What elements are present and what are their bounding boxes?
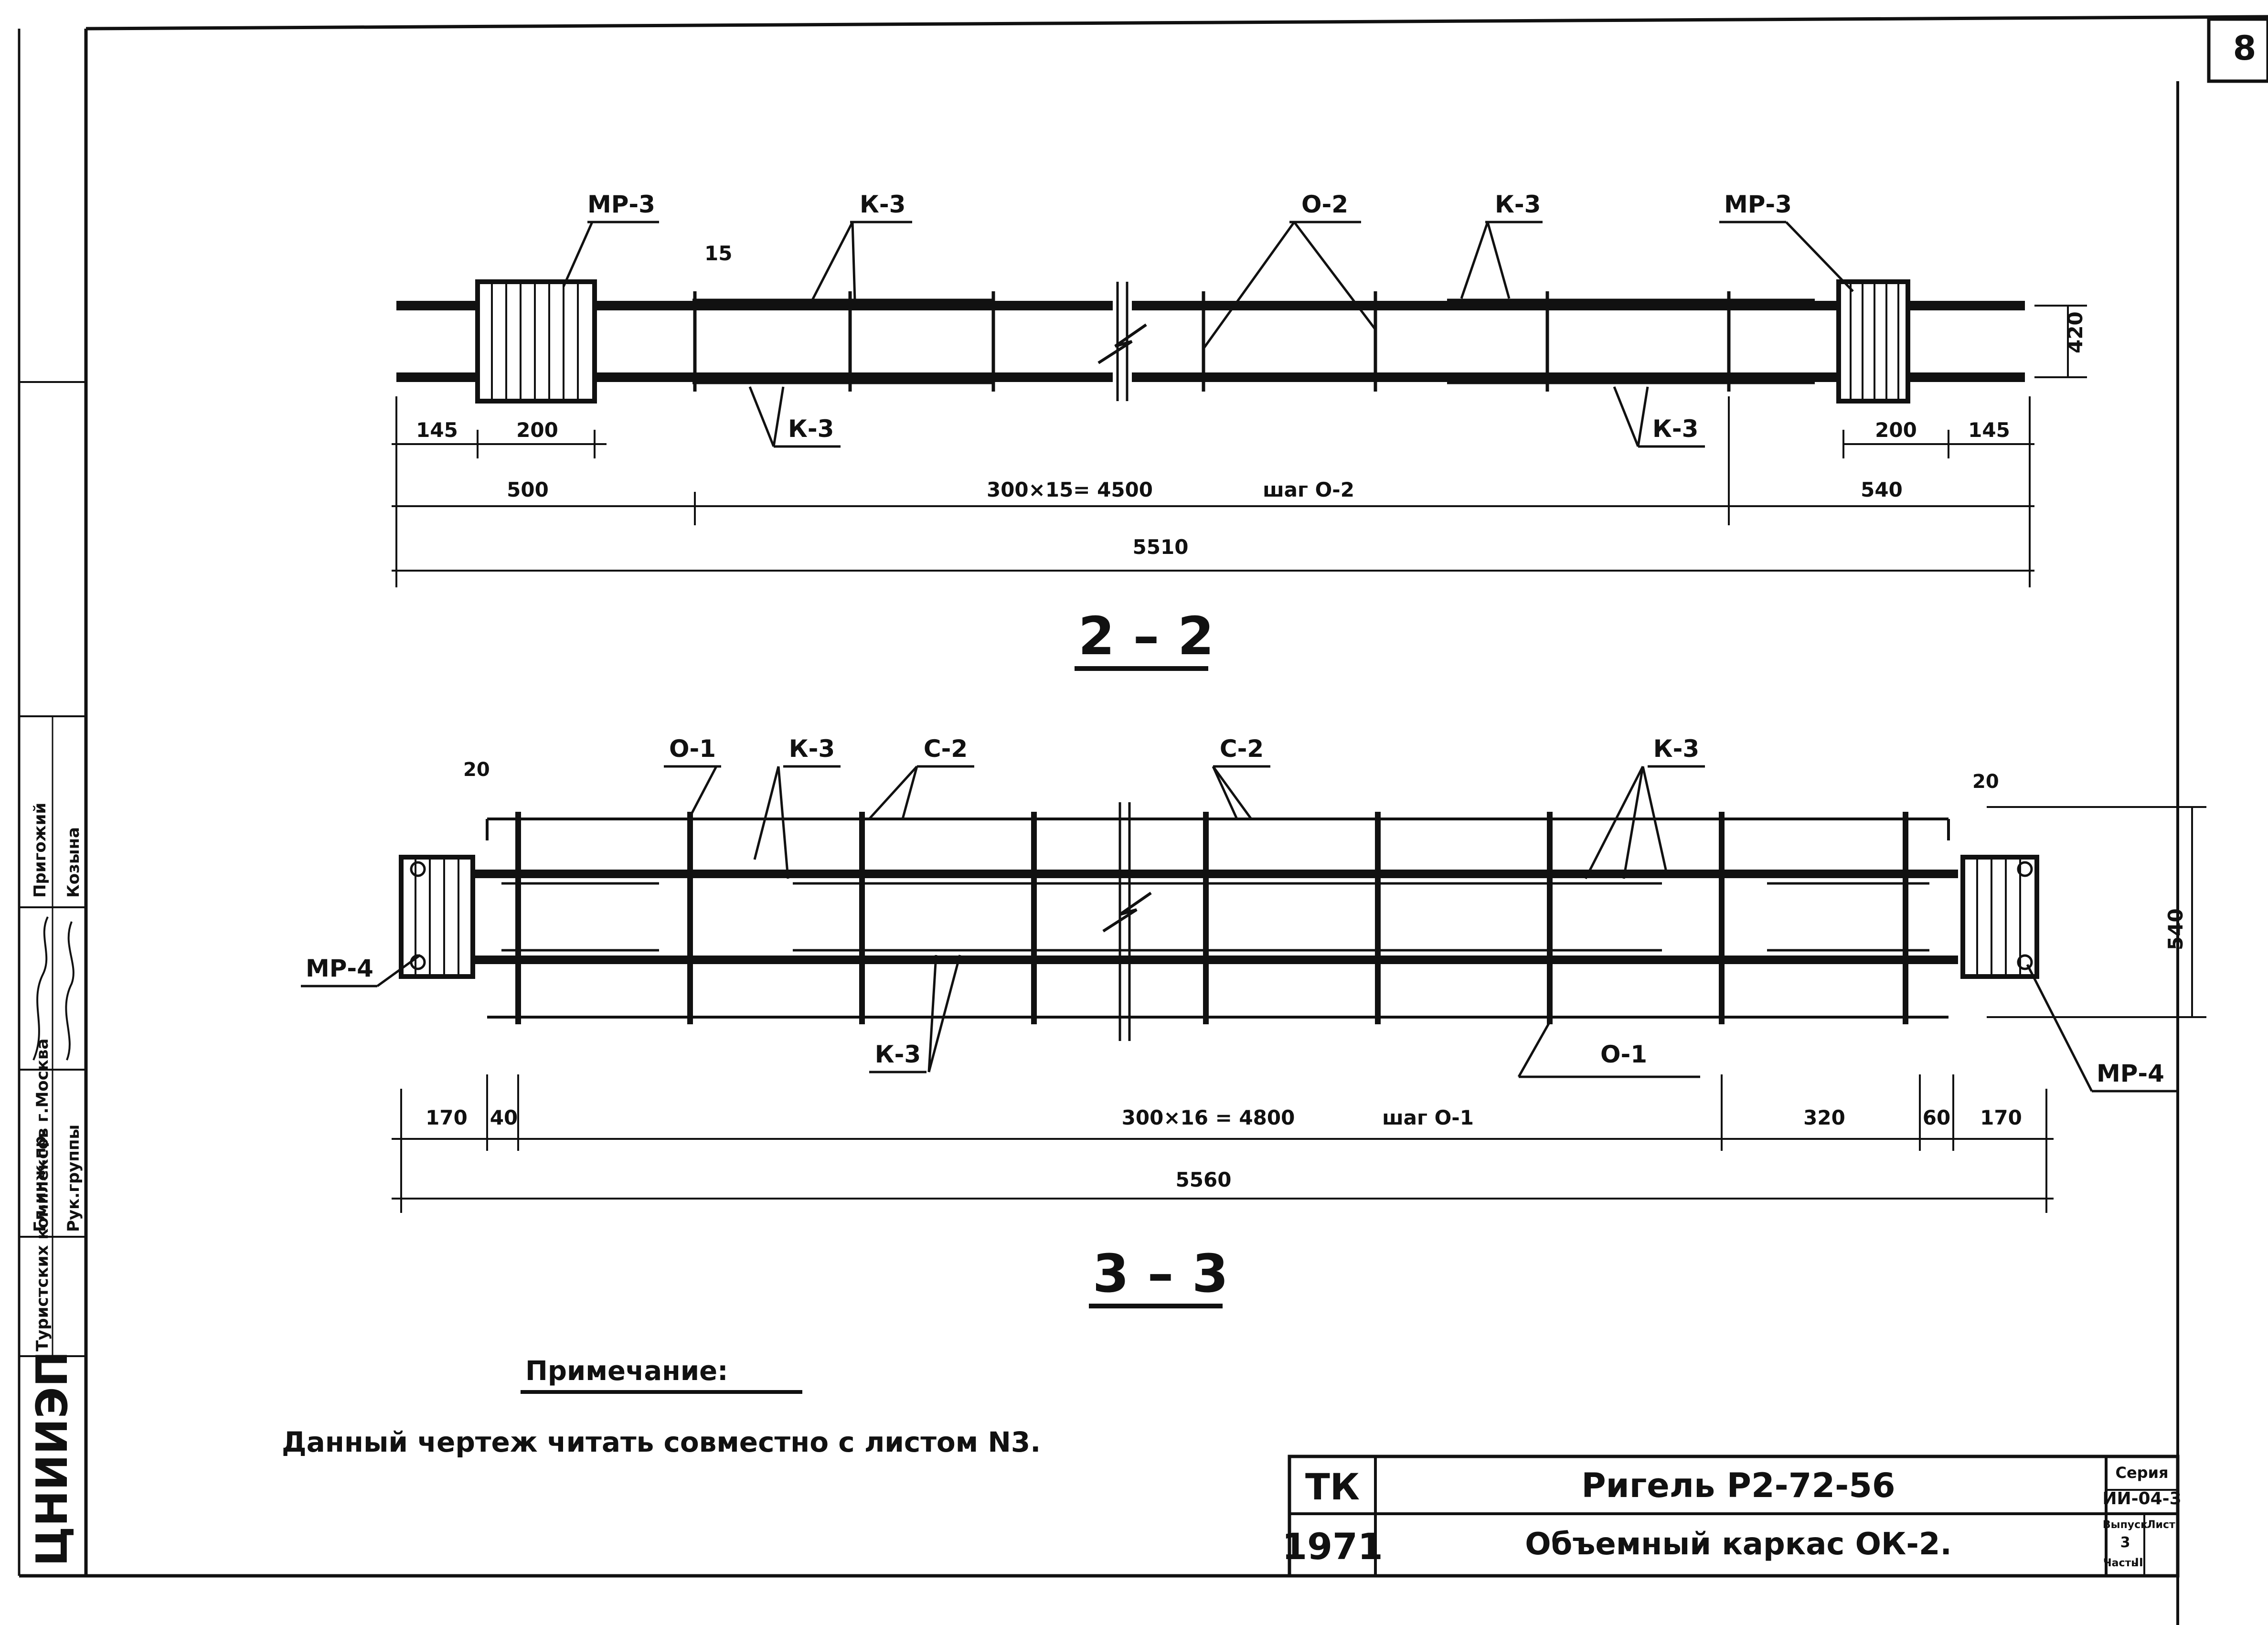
callout-o1-top: О-1	[669, 735, 716, 763]
title-block: ТК 1971 Ригель Р2-72-56 Объемный каркас …	[1282, 1455, 2182, 1578]
callout-o2: О-2	[1301, 191, 1348, 218]
side-stamp: ЦНИИЭП Туристских комплексов г.Москва Гл…	[18, 29, 86, 1576]
dim-4800: 300×16 = 4800	[1122, 1106, 1295, 1129]
dim-500: 500	[507, 478, 549, 501]
beam-3-3-outline	[430, 818, 1958, 1019]
issue-label: Выпуск	[2103, 1519, 2148, 1531]
dim-5510: 5510	[1133, 535, 1189, 559]
dim-60: 60	[1923, 1106, 1950, 1129]
dim-540: 540	[2164, 908, 2187, 950]
stirrups-3-3	[515, 812, 1908, 1024]
section-title-2-2: 2 – 2	[1078, 605, 1214, 667]
section-3-3: 20 О-1 К-3 С-2 С-2 К-3 20 МР-4 К-	[301, 735, 2206, 1308]
callout-o1-bottom: О-1	[1600, 1041, 1647, 1068]
dim-step-o1: шаг О-1	[1382, 1106, 1474, 1129]
callout-mr4-right: МР-4	[2097, 1060, 2164, 1087]
dimensions-3-3: 170 40 300×16 = 4800 шаг О-1 320 60 170 …	[392, 806, 2206, 1213]
dim-170-right: 170	[1980, 1106, 2022, 1129]
stamp-role2: Рук.группы	[64, 1125, 83, 1232]
dim-420: 420	[2064, 311, 2087, 353]
stirrups-2-2	[693, 291, 1731, 392]
plate-mr4-left	[399, 855, 475, 979]
plate-mr3-right	[1836, 279, 1910, 404]
stamp-role1: Гл.инж.пр.	[31, 1130, 50, 1232]
sheet-label: Лист	[2147, 1519, 2175, 1531]
callout-20-left: 20	[463, 759, 490, 781]
dim-40: 40	[490, 1106, 518, 1129]
plate-mr3-left	[475, 279, 597, 404]
stamp-name2: Козына	[64, 827, 83, 898]
title-line1: Ригель Р2-72-56	[1581, 1466, 1895, 1505]
title-org: ТК	[1305, 1466, 1360, 1508]
callout-k3-bottom-right: К-3	[1652, 415, 1698, 443]
series-value: ИИ-04-3	[2102, 1489, 2181, 1508]
callout-k3-top-left: К-3	[860, 191, 905, 218]
callouts-3-3: 20 О-1 К-3 С-2 С-2 К-3 20 МР-4 К-	[301, 735, 2178, 1093]
dim-4500: 300×15= 4500	[987, 478, 1153, 501]
stamp-complex: Туристских комплексов г.Москва	[33, 1039, 52, 1351]
dim-170-left: 170	[426, 1106, 468, 1129]
sheet-frame: 8	[19, 15, 2268, 1625]
dim-145-right: 145	[1968, 418, 2010, 442]
series-label: Серия	[2115, 1464, 2168, 1482]
break-mark-3-3	[1102, 802, 1152, 1041]
plate-mr4-right	[1960, 855, 2039, 979]
callout-c2-left: С-2	[924, 735, 968, 763]
callout-k3-top-right: К-3	[1495, 191, 1541, 218]
dimensions-2-2: 145 200 500 300×15= 4500 шаг О-2 200 145…	[392, 305, 2087, 587]
section-title-3-3: 3 – 3	[1093, 1243, 1229, 1304]
callout-15: 15	[704, 242, 732, 265]
issue-value: 3	[2120, 1534, 2130, 1551]
note-block: Примечание: Данный чертеж читать совмест…	[282, 1356, 1041, 1458]
break-mark-2-2	[1097, 282, 1147, 401]
title-line2: Объемный каркас ОК-2.	[1525, 1527, 1952, 1562]
beam-2-2-bars	[396, 298, 2025, 384]
callouts-2-2: МР-3 К-3 15 О-2 К-3 МР-3 К-3 К-3	[562, 191, 1854, 448]
callout-k3-bottom-left: К-3	[788, 415, 834, 443]
part-label: Часть	[2103, 1557, 2138, 1569]
dim-5560: 5560	[1176, 1168, 1232, 1191]
callout-k3-top-right: К-3	[1653, 735, 1699, 763]
signature-1	[32, 916, 49, 1061]
callout-k3-top-left: К-3	[789, 735, 835, 763]
dim-145-left: 145	[416, 418, 458, 442]
stamp-institute: ЦНИИЭП	[27, 1351, 77, 1566]
dim-step-o2: шаг О-2	[1263, 478, 1354, 501]
callout-c2-mid: С-2	[1220, 735, 1264, 763]
callout-mr3-right: МР-3	[1724, 191, 1792, 218]
section-2-2: МР-3 К-3 15 О-2 К-3 МР-3 К-3 К-3	[392, 191, 2087, 671]
title-year: 1971	[1282, 1525, 1383, 1568]
part-value: II	[2135, 1556, 2143, 1569]
signature-2	[65, 921, 75, 1061]
callout-k3-bottom: К-3	[875, 1041, 921, 1068]
dim-200-right: 200	[1875, 418, 1917, 442]
sheet-number: 8	[2233, 29, 2257, 68]
dim-320: 320	[1803, 1106, 1845, 1129]
dim-200-left: 200	[516, 418, 558, 442]
note-text: Данный чертеж читать совместно с листом …	[282, 1426, 1041, 1458]
callout-mr3-left: МР-3	[587, 191, 655, 218]
dim-540: 540	[1861, 478, 1903, 501]
stamp-name1: Пригожий	[31, 803, 50, 898]
callout-20-right: 20	[1972, 771, 1999, 793]
callout-mr4-left: МР-4	[306, 955, 373, 982]
note-heading: Примечание:	[525, 1356, 728, 1387]
